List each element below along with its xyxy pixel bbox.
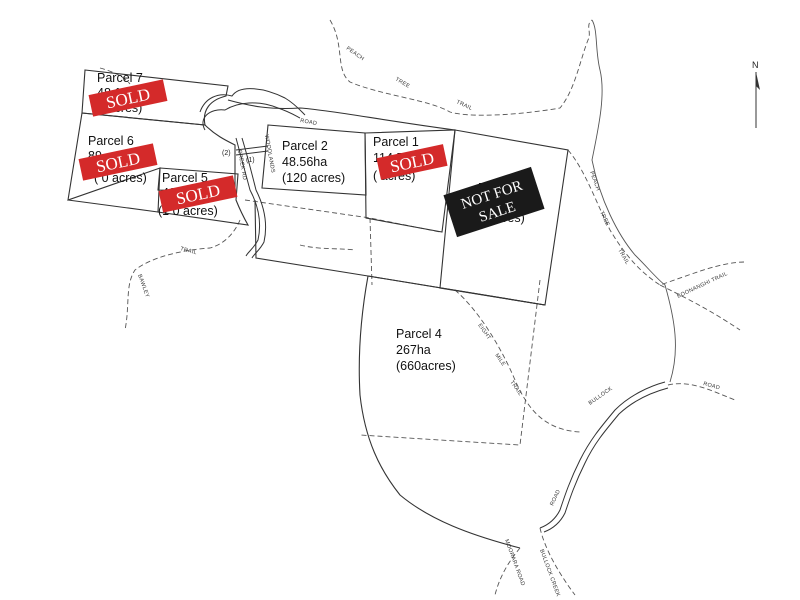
label-trail-1: TRAIL [455,99,473,112]
creek-mid-b [241,137,267,259]
eight-mile-trail [454,289,581,433]
parcel2-area: 48.56ha [282,155,327,169]
sold-stamp-bg [158,175,238,213]
parcel5-boundary [157,167,250,226]
label-trail-2: TRAIL [616,248,630,266]
parcel2-acres: (120 acres) [282,171,345,185]
parcel6-boundary [67,112,236,201]
not-for-sale-bg [443,166,545,238]
road-labels: PEACH TREE TRAIL ROAD PEACH TREE TRAIL B… [136,46,729,598]
parcel4-right [367,275,546,306]
label-road-top: ROAD [300,118,318,127]
internal-dash-1 [244,199,441,233]
parcel1-boundary [364,129,456,233]
left-outer-line [67,199,159,213]
internal-dash-4 [299,244,356,251]
label-tree-1: TREE [394,77,411,90]
label-peach-1: PEACH [345,46,365,63]
parcel1-name: Parcel 1 [373,135,419,149]
peach-tree-trail-right [567,149,746,286]
parcel7-name: Parcel 7 [97,71,143,85]
marker-lot1: (1) [246,157,255,164]
marker-lot2: (2) [222,150,231,157]
parcel-boundaries [67,69,569,549]
sold-stamp-bg [88,79,168,117]
parcel2-name: Parcel 2 [282,139,328,153]
trail-parcel7 [99,67,131,85]
internal-dash-2 [369,217,373,286]
label-road-bottom: ROAD [549,489,562,507]
label-mile: MILE [493,353,506,368]
top-road-boundary [227,99,456,131]
not-for-sale-stamp: NOT FOR SALE [443,166,545,238]
road-crossing-b [235,150,269,156]
parcel6-name: Parcel 6 [88,134,134,148]
parcel4-name: Parcel 4 [396,327,442,341]
creek-mid-a [235,137,261,257]
parcel5-name: Parcel 5 [162,171,208,185]
label-eight: EIGHT [476,323,492,342]
sold-stamp-parcel1: SOLD [376,144,448,180]
boonanghi-trail [659,284,741,331]
label-moorara: MOORARA ROAD [503,539,525,587]
north-arrow: N [752,60,760,128]
north-arrow-head [756,72,760,90]
label-boonanghi: BOONANGHI TRAIL [676,271,729,300]
label-bullock: BULLOCK [588,386,614,407]
far-right-road [667,383,736,401]
peach-tree-trail-top [329,19,593,116]
label-creek-rd: CREEK RD [236,149,247,180]
label-peach-2: PEACH [588,171,601,192]
label-trail-left: TRAIL [179,246,197,256]
bottom-trail [494,547,521,596]
bottom-road-2 [539,527,576,596]
creek-top-b [202,102,301,131]
parcel4-boundary [358,275,521,549]
label-bawley: BAWLEY [136,274,150,299]
north-label: N [752,60,759,70]
bawley-trail [124,219,241,331]
label-bullock-creek-bottom: BULLOCK CREEK [538,549,561,598]
sold-stamp-parcel7: SOLD [88,79,168,117]
bullock-creek-road-b [543,387,669,533]
internal-dash-3 [359,279,541,446]
creek-roads [199,88,669,533]
east-creek [591,19,676,383]
parcel4-acres: (660acres) [396,359,456,373]
label-trail-3: TRAIL [508,380,523,397]
sold-stamp-bg [78,143,158,181]
parcel4-area: 267ha [396,343,431,357]
label-road-right: ROAD [702,381,720,391]
sold-stamp-bg [376,144,448,180]
road-crossing-a [235,145,269,151]
bullock-creek-road-a [539,381,666,529]
label-tree-2: TREE [598,210,610,227]
creek-top-a [199,88,306,116]
trails [99,19,746,446]
